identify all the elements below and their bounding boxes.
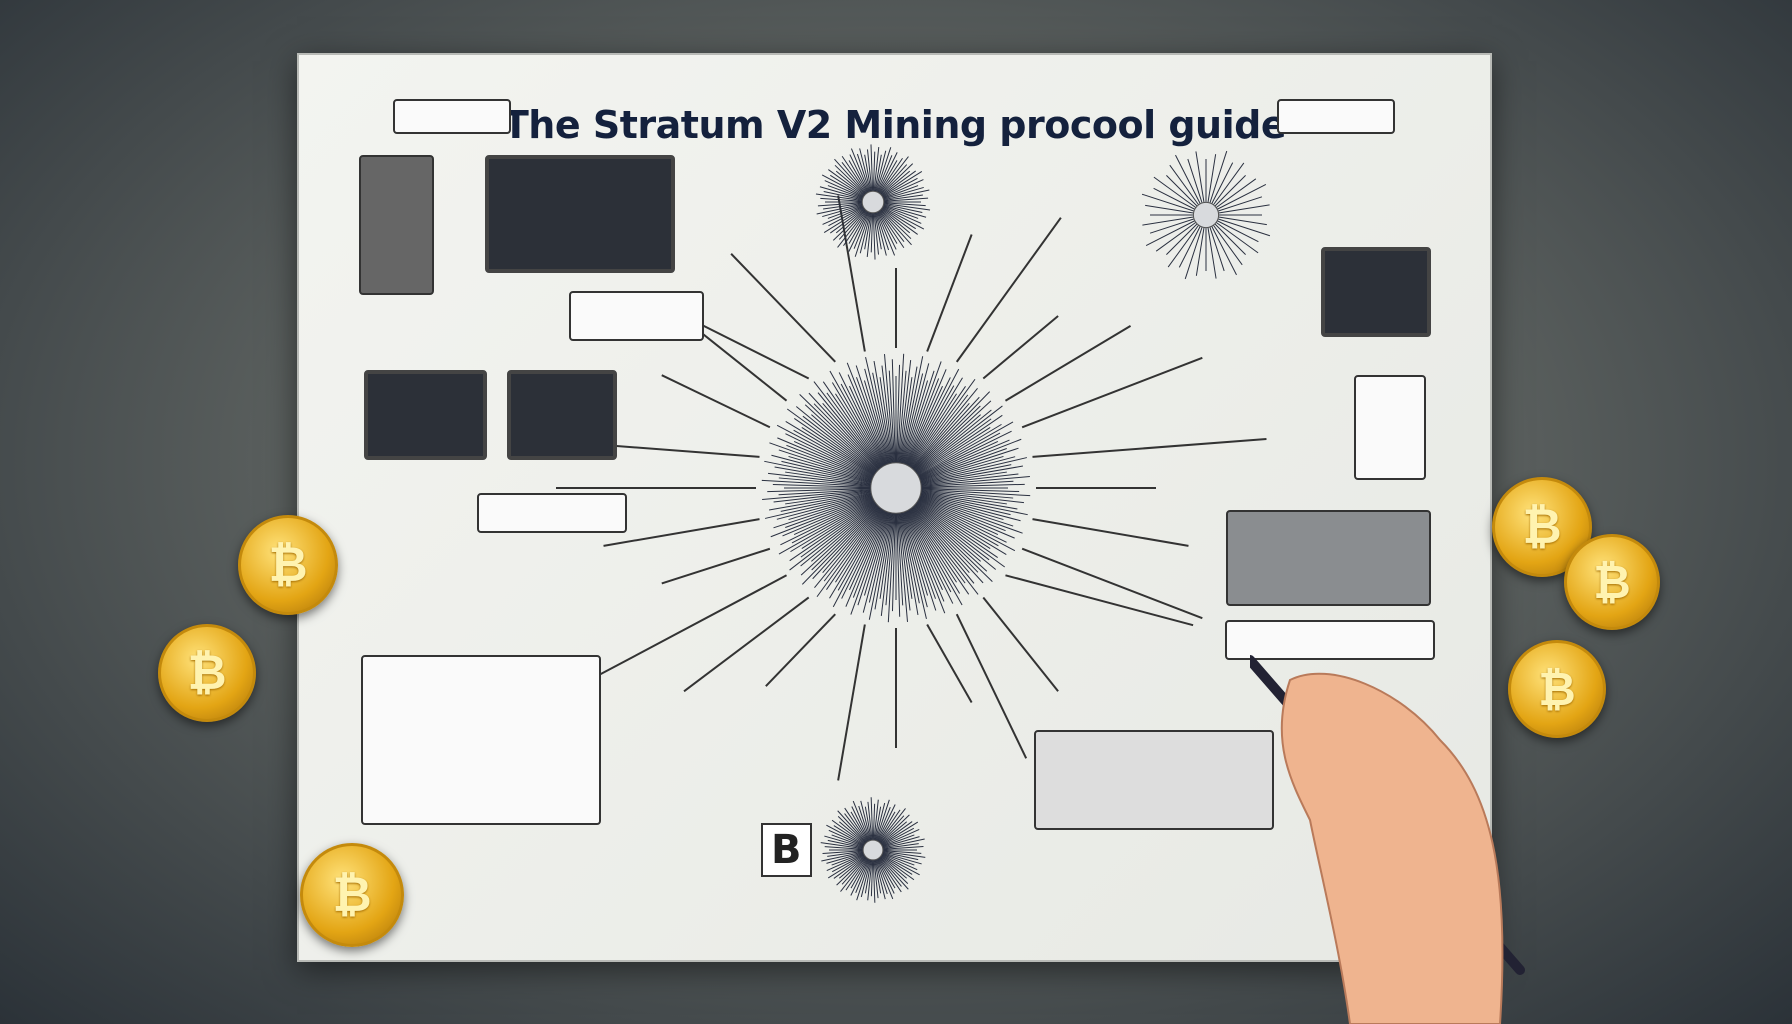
connector-line: [1032, 518, 1189, 547]
connector-line: [730, 253, 836, 363]
connector-line: [982, 596, 1059, 692]
bitcoin-coin: ₿: [238, 515, 338, 615]
connection-lines: [525, 144, 1271, 903]
connector-line: [765, 613, 836, 687]
connector-line: [683, 596, 810, 693]
dashboard-panel: [1226, 510, 1431, 606]
connector-line: [683, 315, 810, 380]
connector-line: [1005, 574, 1194, 627]
connector-line: [661, 547, 771, 585]
bitcoin-coin: ₿: [1508, 640, 1606, 738]
server-rack: [359, 155, 434, 295]
monitor-chart: [485, 155, 675, 273]
label-box: [1277, 99, 1395, 134]
bitcoin-coin: ₿: [1564, 534, 1660, 630]
connector-line: [1032, 438, 1267, 458]
document-icon: [1354, 375, 1426, 480]
bitcoin-logo: B: [761, 823, 812, 877]
central-hub-starburst: [761, 353, 1031, 623]
connector-line: [1021, 547, 1203, 620]
connector-line: [982, 315, 1059, 380]
connector-line: [955, 217, 1062, 363]
hand-with-pen: [1250, 655, 1525, 1024]
connector-line: [661, 374, 771, 429]
hub-starburst-top: [815, 144, 931, 260]
page-title: The Stratum V2 Mining procool guide: [502, 103, 1287, 147]
label-box: [393, 99, 511, 134]
bitcoin-coin: ₿: [300, 843, 404, 947]
connector-line: [1021, 356, 1203, 429]
monitor-document: [507, 370, 617, 460]
connector-line: [603, 518, 760, 547]
connector-line: [1004, 325, 1132, 402]
connector-line: [598, 574, 788, 676]
connector-line: [955, 613, 1028, 759]
bitcoin-coin: ₿: [158, 624, 256, 722]
world-map-panel: [1034, 730, 1274, 830]
monitor-chart: [1321, 247, 1431, 337]
bitcoin-coin: ₿: [1492, 477, 1592, 577]
monitor-chart: [364, 370, 487, 460]
label-box: [569, 291, 704, 341]
label-box: [477, 493, 627, 533]
connector-line: [837, 624, 866, 781]
hub-starburst-bottom: [820, 797, 926, 903]
open-book-icon: [361, 655, 601, 825]
connector-line: [926, 623, 973, 703]
connector-line: [926, 234, 973, 352]
gear-icon: [1141, 150, 1271, 280]
label-box: [1225, 620, 1435, 660]
diagram-board: The Stratum V2 Mining procool guide B: [297, 53, 1492, 962]
